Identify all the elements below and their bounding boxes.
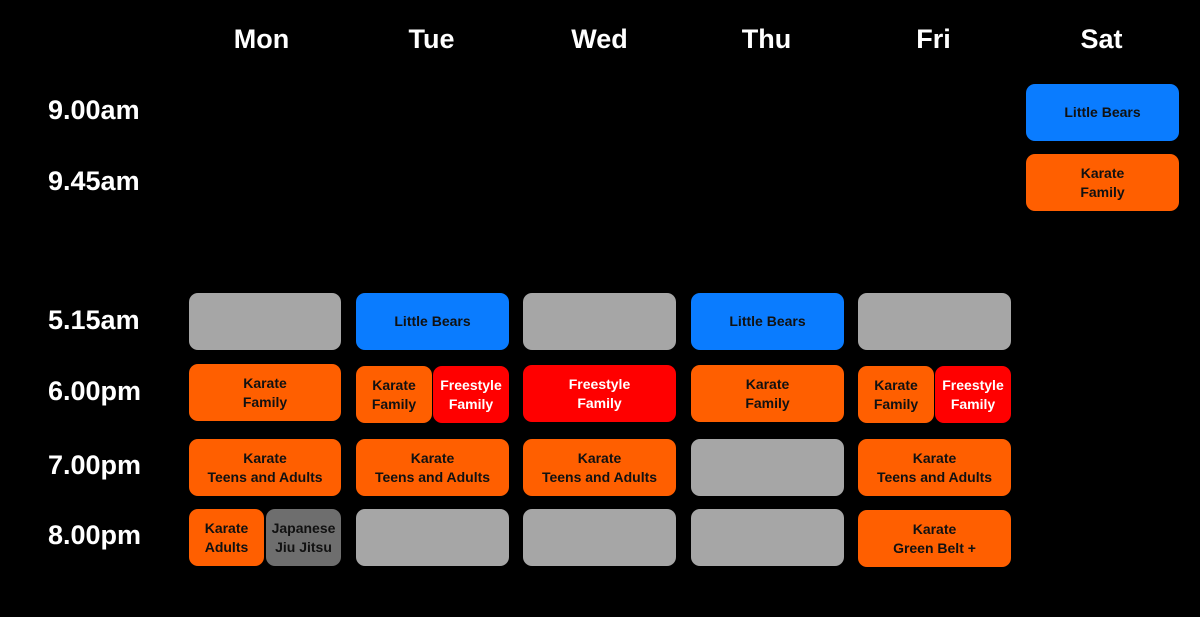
class-subtitle: Family xyxy=(873,395,919,412)
class-name: Karate xyxy=(912,449,957,466)
class-fri-0600-freestyle-family[interactable]: Freestyle Family xyxy=(935,366,1011,423)
class-subtitle: Teens and Adults xyxy=(541,468,658,485)
class-subtitle: Family xyxy=(448,395,494,412)
class-name: Karate xyxy=(243,449,287,466)
class-mon-0700-karate-teens-adults[interactable]: Karate Teens and Adults xyxy=(189,439,341,496)
day-header-tue: Tue xyxy=(408,24,455,54)
day-header-thu: Thu xyxy=(741,24,792,54)
class-name: Freestyle xyxy=(942,376,1004,393)
class-subtitle: Family xyxy=(371,395,417,412)
class-name: Little Bears xyxy=(394,313,471,329)
class-subtitle: Jiu Jitsu xyxy=(275,538,332,555)
class-subtitle: Family xyxy=(577,394,622,411)
class-tue-0515-little-bears[interactable]: Little Bears xyxy=(356,293,509,350)
class-subtitle: Family xyxy=(745,394,790,411)
slot-wed-0800-empty xyxy=(523,509,676,566)
day-header-sat: Sat xyxy=(1080,24,1123,54)
class-thu-0515-little-bears[interactable]: Little Bears xyxy=(691,293,844,350)
class-mon-0600-karate-family[interactable]: Karate Family xyxy=(189,364,341,421)
class-fri-0600-karate-family[interactable]: Karate Family xyxy=(858,366,934,423)
class-name: Karate xyxy=(874,376,918,393)
class-name: Karate xyxy=(1080,164,1125,181)
class-sat-0945-karate-family[interactable]: Karate Family xyxy=(1026,154,1179,211)
time-label-0900: 9.00am xyxy=(48,95,140,125)
time-label-0945: 9.45am xyxy=(48,166,140,196)
time-label-0600: 6.00pm xyxy=(48,376,142,406)
time-label-0515: 5.15am xyxy=(48,305,140,335)
class-name: Freestyle xyxy=(568,375,631,392)
class-subtitle: Family xyxy=(1080,183,1125,200)
slot-mon-0515-empty xyxy=(189,293,341,350)
class-subtitle: Family xyxy=(950,395,996,412)
time-label-0800: 8.00pm xyxy=(48,520,142,550)
class-fri-0800-karate-green-belt[interactable]: Karate Green Belt + xyxy=(858,510,1011,567)
class-mon-0800-karate-adults[interactable]: Karate Adults xyxy=(189,509,264,566)
class-tue-0700-karate-teens-adults[interactable]: Karate Teens and Adults xyxy=(356,439,509,496)
class-name: Karate xyxy=(243,374,287,391)
day-header-wed: Wed xyxy=(571,24,628,54)
class-fri-0700-karate-teens-adults[interactable]: Karate Teens and Adults xyxy=(858,439,1011,496)
class-name: Karate xyxy=(912,520,957,537)
class-name: Karate xyxy=(577,449,622,466)
class-subtitle: Teens and Adults xyxy=(374,468,491,485)
class-name: Freestyle xyxy=(440,376,502,393)
day-header-fri: Fri xyxy=(916,24,951,54)
time-label-0700: 7.00pm xyxy=(48,450,142,480)
class-sat-0900-little-bears[interactable]: Little Bears xyxy=(1026,84,1179,141)
slot-fri-0515-empty xyxy=(858,293,1011,350)
class-subtitle: Teens and Adults xyxy=(207,468,323,485)
class-name: Karate xyxy=(204,519,249,536)
slot-thu-0700-empty xyxy=(691,439,844,496)
class-thu-0600-karate-family[interactable]: Karate Family xyxy=(691,365,844,422)
slot-wed-0515-empty xyxy=(523,293,676,350)
class-name: Little Bears xyxy=(1064,104,1141,120)
class-tue-0600-freestyle-family[interactable]: Freestyle Family xyxy=(433,366,509,423)
class-mon-0800-japanese-jiu-jitsu[interactable]: Japanese Jiu Jitsu xyxy=(266,509,341,566)
slot-thu-0800-empty xyxy=(691,509,844,566)
class-wed-0700-karate-teens-adults[interactable]: Karate Teens and Adults xyxy=(523,439,676,496)
class-name: Little Bears xyxy=(729,313,806,329)
class-subtitle: Adults xyxy=(204,538,249,555)
class-subtitle: Family xyxy=(242,393,288,410)
class-name: Karate xyxy=(372,376,416,393)
slot-tue-0800-empty xyxy=(356,509,509,566)
class-subtitle: Green Belt + xyxy=(893,539,976,556)
class-name: Karate xyxy=(745,375,790,392)
class-tue-0600-karate-family[interactable]: Karate Family xyxy=(356,366,432,423)
class-name: Japanese xyxy=(271,519,336,536)
class-name: Karate xyxy=(410,449,455,466)
class-subtitle: Teens and Adults xyxy=(876,468,993,485)
class-wed-0600-freestyle-family[interactable]: Freestyle Family xyxy=(523,365,676,422)
day-header-mon: Mon xyxy=(233,24,290,54)
